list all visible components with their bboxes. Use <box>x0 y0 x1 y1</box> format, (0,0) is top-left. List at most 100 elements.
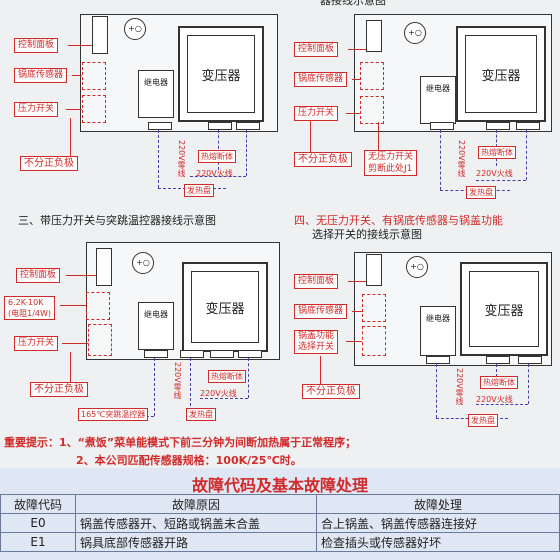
terminal <box>486 356 510 364</box>
wiring-diagram-2: 器接线示意图 +○ 变压器 继电器 控制面板 锅底传感器 压力开关 不分正负极 … <box>280 0 560 215</box>
terminal <box>236 122 260 130</box>
live-label: 220V火线 <box>200 389 237 398</box>
terminal <box>430 122 454 130</box>
note-line-1: 重要提示：1、“煮饭”菜单能模式下前三分钟为间断加热属于正常程序； <box>4 436 357 449</box>
connector-control <box>366 20 382 52</box>
terminal <box>238 350 262 358</box>
terminal <box>486 122 510 130</box>
control-panel-tag: 控制面板 <box>16 268 61 283</box>
header-cause: 故障原因 <box>75 494 317 514</box>
header-code: 故障代码 <box>0 494 76 514</box>
relay: 继电器 <box>138 70 174 118</box>
transformer-label: 变压器 <box>191 271 259 343</box>
panel-4-title: 四、无压力开关、有锅底传感器与锅盖功能 选择开关的接线示意图 <box>294 214 503 242</box>
lid-switch-tag: 锅盖功能 选择开关 <box>294 330 339 354</box>
wire <box>66 275 96 276</box>
live-label: 220V火线 <box>476 169 513 178</box>
wire <box>348 281 366 282</box>
polarity-tag: 不分正负极 <box>294 152 352 167</box>
neutral-label: 220V零线 <box>173 362 182 399</box>
fault-cause: 锅具底部传感器开路 <box>75 532 317 552</box>
wire <box>346 113 360 114</box>
wire <box>190 358 191 416</box>
relay-label: 继电器 <box>144 78 168 87</box>
table-row: E0 锅盖传感器开、短路或锅盖未合盖 合上锅盖、锅盖传感器连接好 <box>0 513 560 533</box>
no-pressure-note-line1: 无压力开关 <box>368 152 414 162</box>
heater-label: 发热盘 <box>186 408 216 421</box>
transformer: 变压器 <box>456 26 546 122</box>
pot-sensor-tag: 锅底传感器 <box>294 304 348 319</box>
pressure-switch-tag: 压力开关 <box>294 106 339 121</box>
polarity-tag: 不分正负极 <box>302 384 360 399</box>
lid-switch-line2: 选择开关 <box>298 342 335 352</box>
live-label: 220V火线 <box>196 169 233 178</box>
resistor-line1: 6.2K-10K <box>8 298 44 307</box>
wire <box>66 109 82 110</box>
important-notes: 重要提示：1、“煮饭”菜单能模式下前三分钟为间断加热属于正常程序； 2、本公司匹… <box>0 432 560 470</box>
wire <box>496 364 497 382</box>
wire <box>528 364 529 404</box>
potentiometer-icon: +○ <box>132 252 154 274</box>
control-panel-tag: 控制面板 <box>14 38 59 53</box>
wire <box>70 352 71 386</box>
resistor-connector <box>86 292 110 320</box>
neutral-label: 220V零线 <box>177 140 186 177</box>
relay: 继电器 <box>138 302 174 350</box>
wire <box>476 180 526 181</box>
potentiometer-icon: +○ <box>404 22 426 44</box>
wiring-diagram-1: +○ 变压器 继电器 控制面板 锅底传感器 压力开关 不分正负极 220V零线 … <box>0 0 280 215</box>
pressure-switch-tag: 压力开关 <box>14 102 59 117</box>
table-header-row: 故障代码 故障原因 故障处理 <box>0 494 560 514</box>
potentiometer-icon: +○ <box>406 256 428 278</box>
relay-label: 继电器 <box>426 84 450 93</box>
wire <box>320 356 321 386</box>
polarity-tag: 不分正负极 <box>30 382 88 397</box>
panel-4-title-line1: 四、无压力开关、有锅底传感器与锅盖功能 <box>294 214 503 227</box>
wire <box>200 398 248 399</box>
wire <box>476 404 528 405</box>
pot-sensor-tag: 锅底传感器 <box>14 68 68 83</box>
wire <box>310 120 311 154</box>
live-label: 220V火线 <box>476 395 513 404</box>
terminal <box>516 122 540 130</box>
terminal <box>210 350 234 358</box>
header-fix: 故障处理 <box>316 494 560 514</box>
wire <box>378 122 379 150</box>
fuse-label: 热熔断体 <box>198 150 236 163</box>
wire <box>440 130 441 190</box>
neutral-label: 220V零线 <box>455 368 464 405</box>
potentiometer-icon: +○ <box>124 18 146 40</box>
note-line-2: 2、本公司匹配传感器规格：100K/25℃时。 <box>76 454 302 467</box>
wire <box>352 311 362 312</box>
fault-fix: 检查插头或传感器好坏 <box>316 532 560 552</box>
transformer: 变压器 <box>460 262 548 356</box>
lid-switch-connector <box>362 326 386 356</box>
control-panel-tag: 控制面板 <box>294 42 339 57</box>
fault-table: 故障代码 故障原因 故障处理 E0 锅盖传感器开、短路或锅盖未合盖 合上锅盖、锅… <box>0 494 560 552</box>
control-panel-tag: 控制面板 <box>294 274 339 289</box>
wire <box>72 75 82 76</box>
table-row: E1 锅具底部传感器开路 检查插头或传感器好坏 <box>0 532 560 552</box>
pressure-switch-connector <box>88 324 112 356</box>
thermostat-label: 165℃突跳温控器 <box>78 408 149 421</box>
wire <box>190 176 246 177</box>
terminal <box>518 356 542 364</box>
wire <box>158 130 159 188</box>
fault-code: E0 <box>0 513 76 533</box>
heater-label: 发热盘 <box>468 414 498 427</box>
fault-fix: 合上锅盖、锅盖传感器连接好 <box>316 513 560 533</box>
wire <box>246 130 247 176</box>
panel-3-title: 三、带压力开关与突跳温控器接线示意图 <box>18 214 216 227</box>
fault-title: 故障代码及基本故障处理 <box>191 476 368 495</box>
panel-4-title-line2: 选择开关的接线示意图 <box>312 228 422 241</box>
fault-code-section: 故障代码及基本故障处理 故障代码 故障原因 故障处理 E0 锅盖传感器开、短路或… <box>0 468 560 560</box>
pressure-switch-tag: 压力开关 <box>14 336 59 351</box>
resistor-line2: (电阻1/4W) <box>8 309 52 318</box>
wire <box>352 79 360 80</box>
connector-control <box>366 254 382 286</box>
connector-control <box>92 16 108 54</box>
transformer-label: 变压器 <box>469 271 539 347</box>
wiring-diagram-3: 三、带压力开关与突跳温控器接线示意图 +○ 变压器 继电器 控制面板 6.2K-… <box>0 212 280 434</box>
fault-cause: 锅盖传感器开、短路或锅盖未合盖 <box>75 513 317 533</box>
wire <box>526 130 527 180</box>
